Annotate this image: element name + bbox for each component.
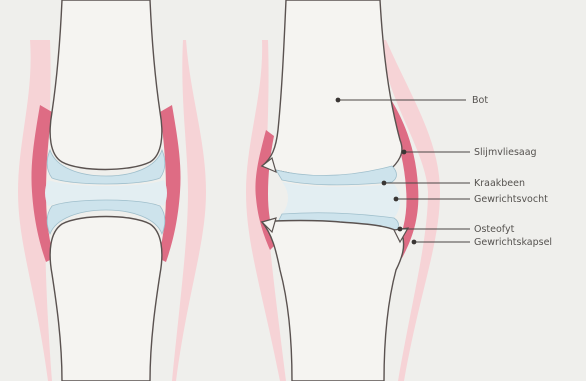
arthritic-joint-upper-bone bbox=[262, 0, 402, 178]
label-slijmvlies: Slijmvliesaag bbox=[474, 147, 537, 158]
label-kraakbeen: Kraakbeen bbox=[474, 178, 525, 189]
arthritic-joint bbox=[246, 0, 440, 381]
label-gewrichtsvocht: Gewrichtsvocht bbox=[474, 194, 548, 205]
leader-dot-bot bbox=[336, 98, 341, 103]
label-osteofyt: Osteofyt bbox=[474, 224, 515, 235]
labels: Bot Slijmvliesaag Kraakbeen Gewrichtsvoc… bbox=[472, 95, 552, 248]
leader-dot-slijmvlies bbox=[402, 150, 407, 155]
leader-dot-gewrichtskapsel bbox=[412, 240, 417, 245]
label-bot: Bot bbox=[472, 95, 488, 106]
arthritic-joint-fluid bbox=[282, 182, 400, 218]
label-gewrichtskapsel: Gewrichtskapsel bbox=[474, 237, 552, 248]
healthy-joint-lower-bone bbox=[50, 217, 162, 381]
leader-dot-kraakbeen bbox=[382, 181, 387, 186]
healthy-joint bbox=[18, 0, 206, 381]
leader-dot-gewrichtsvocht bbox=[394, 197, 399, 202]
arthritic-joint-lower-bone bbox=[262, 221, 404, 381]
leader-dot-osteofyt bbox=[398, 227, 403, 232]
healthy-joint-upper-bone bbox=[50, 0, 162, 170]
